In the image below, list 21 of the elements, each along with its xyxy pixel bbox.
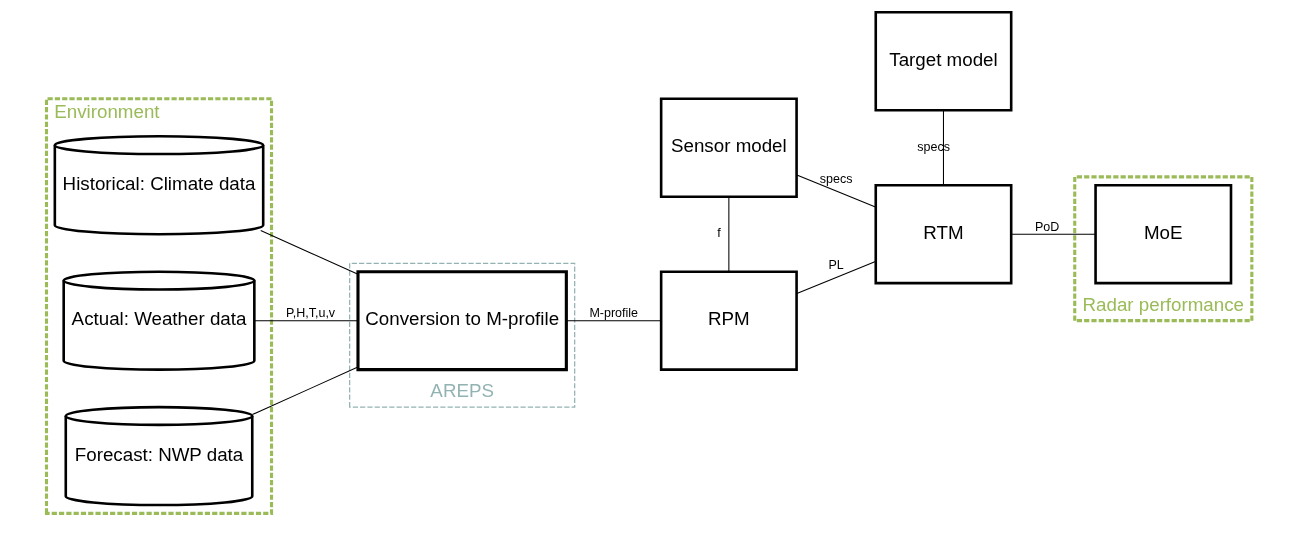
edge-label: PoD bbox=[1034, 219, 1060, 234]
node-box: Target model bbox=[874, 11, 1013, 112]
edge-label: f bbox=[717, 226, 721, 241]
node-box: Sensor model bbox=[659, 97, 798, 198]
node-box: MoE bbox=[1094, 183, 1233, 285]
node-box: RPM bbox=[659, 270, 798, 371]
connector bbox=[796, 260, 876, 294]
connector bbox=[251, 366, 359, 416]
edge-label: specs bbox=[819, 171, 853, 186]
connector bbox=[566, 320, 662, 322]
connector bbox=[796, 174, 876, 208]
edge-label: P,H,T,u,v bbox=[286, 306, 336, 321]
connector bbox=[253, 320, 359, 322]
node-box: RTM bbox=[874, 183, 1013, 285]
edge-label: M-profile bbox=[589, 306, 639, 321]
connector bbox=[260, 230, 359, 275]
edge-label: PL bbox=[828, 258, 844, 273]
node-box: Conversion to M-profile bbox=[356, 270, 568, 372]
connector bbox=[728, 196, 730, 273]
connector bbox=[942, 109, 944, 186]
connector bbox=[1010, 233, 1097, 235]
